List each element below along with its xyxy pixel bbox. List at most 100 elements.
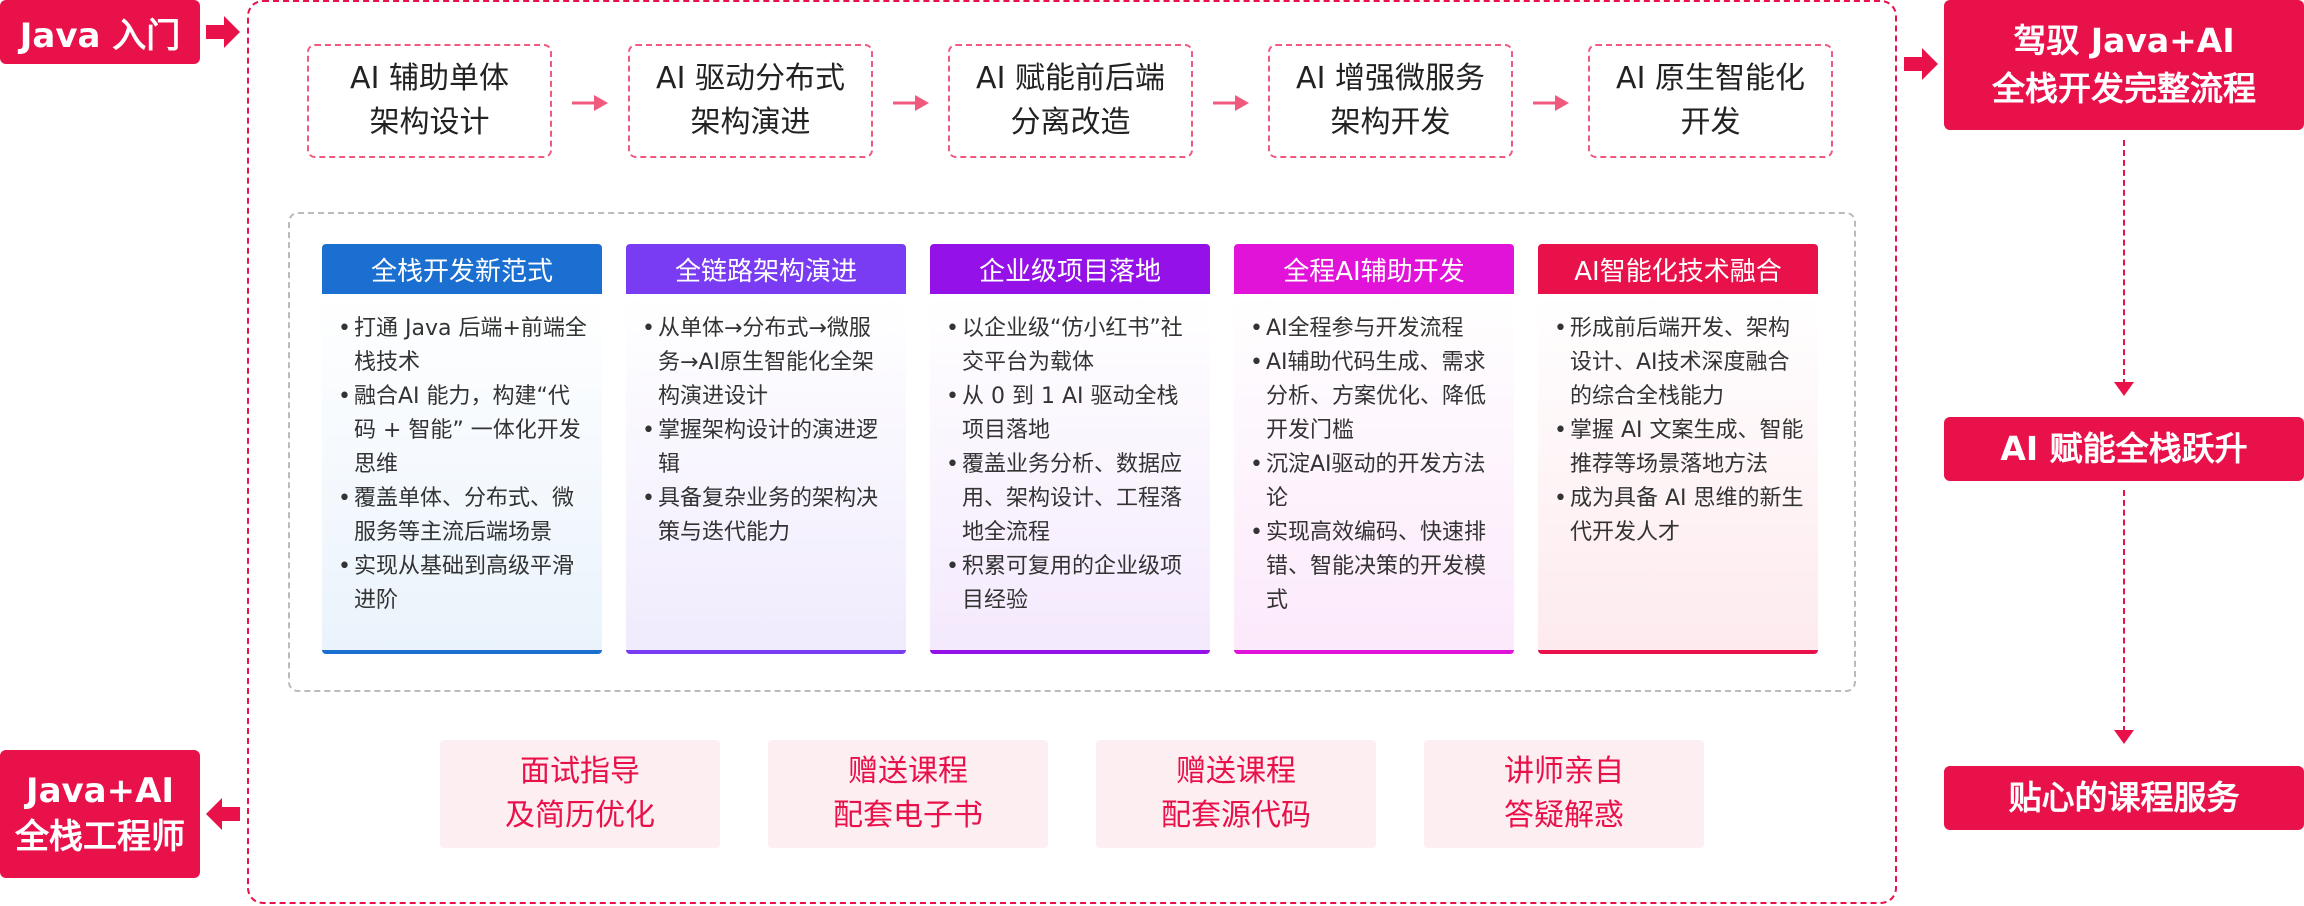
list-item: •实现高效编码、快速排错、智能决策的开发模式 [1248,516,1500,618]
flow-step-1-line1: AI 辅助单体 [350,61,509,96]
card-body: •打通 Java 后端+前端全栈技术 •融合AI 能力，构建“代码 + 智能” … [322,294,602,650]
list-item: •从 0 到 1 AI 驱动全栈项目落地 [944,380,1196,448]
flow-step-3-line1: AI 赋能前后端 [976,61,1165,96]
card-ai-tech-fusion: AI智能化技术融合 •形成前后端开发、架构设计、AI技术深度融合的综合全栈能力 … [1538,244,1818,654]
list-item: •积累可复用的企业级项目经验 [944,550,1196,618]
outcome-stage-2: AI 赋能全栈跃升 [1944,417,2304,481]
card-body: •从单体→分布式→微服务→AI原生智能化全架构演进设计 •掌握架构设计的演进逻辑… [626,294,906,650]
connector-line [2123,490,2125,732]
outcome-stage-3-label: 贴心的课程服务 [2008,778,2240,817]
list-item: •从单体→分布式→微服务→AI原生智能化全架构演进设计 [640,312,892,414]
flow-step-5-line1: AI 原生智能化 [1616,61,1805,96]
card-title: 全链路架构演进 [674,256,857,287]
list-item-text: 实现从基础到高级平滑进阶 [354,554,575,613]
list-item: •形成前后端开发、架构设计、AI技术深度融合的综合全栈能力 [1552,312,1804,414]
flow-step-1-line2: 架构设计 [369,105,490,140]
card-enterprise-project: 企业级项目落地 •以企业级“仿小红书”社交平台为载体 •从 0 到 1 AI 驱… [930,244,1210,654]
flow-arrow-icon [1213,95,1249,111]
flow-step-5: AI 原生智能化 开发 [1588,44,1833,158]
flow-step-4-line1: AI 增强微服务 [1296,61,1485,96]
card-header: 企业级项目落地 [930,244,1210,294]
card-header: 全程AI辅助开发 [1234,244,1514,294]
arrow-left-icon [206,798,240,830]
service-line1: 赠送课程 [1176,754,1296,789]
list-item: •AI全程参与开发流程 [1248,312,1500,346]
flow-step-4: AI 增强微服务 架构开发 [1268,44,1513,158]
outcome-stage-2-label: AI 赋能全栈跃升 [2000,429,2248,468]
flow-step-2-line1: AI 驱动分布式 [656,61,845,96]
card-bottom-bar [322,650,602,654]
arrow-down-icon [2114,730,2134,744]
card-header: 全栈开发新范式 [322,244,602,294]
list-item: •掌握架构设计的演进逻辑 [640,414,892,482]
list-item-text: 打通 Java 后端+前端全栈技术 [354,316,587,375]
main-frame [247,0,1897,904]
list-item-text: 覆盖业务分析、数据应用、架构设计、工程落地全流程 [962,452,1183,545]
list-item: •具备复杂业务的架构决策与迭代能力 [640,482,892,550]
list-item: •打通 Java 后端+前端全栈技术 [336,312,588,380]
list-item-text: 成为具备 AI 思维的新生代开发人才 [1570,486,1804,545]
arrow-right-icon [206,16,240,48]
card-title: 企业级项目落地 [978,256,1161,287]
end-stage-label-line1: Java+AI [25,771,175,811]
card-fullstack-paradigm: 全栈开发新范式 •打通 Java 后端+前端全栈技术 •融合AI 能力，构建“代… [322,244,602,654]
outcome-stage-1-line2: 全栈开发完整流程 [1992,69,2256,108]
card-title: 全程AI辅助开发 [1283,256,1465,287]
list-item: •沉淀AI驱动的开发方法论 [1248,448,1500,516]
card-architecture-evolution: 全链路架构演进 •从单体→分布式→微服务→AI原生智能化全架构演进设计 •掌握架… [626,244,906,654]
end-stage-tag: Java+AI 全栈工程师 [0,750,200,878]
card-body: •以企业级“仿小红书”社交平台为载体 •从 0 到 1 AI 驱动全栈项目落地 … [930,294,1210,650]
service-line2: 及简历优化 [505,798,655,833]
list-item-text: 具备复杂业务的架构决策与迭代能力 [658,486,879,545]
flow-step-2: AI 驱动分布式 架构演进 [628,44,873,158]
list-item-text: 覆盖单体、分布式、微服务等主流后端场景 [354,486,575,545]
list-item-text: 以企业级“仿小红书”社交平台为载体 [962,316,1183,375]
list-item-text: 掌握 AI 文案生成、智能推荐等场景落地方法 [1570,418,1804,477]
card-bottom-bar [930,650,1210,654]
card-title: AI智能化技术融合 [1574,256,1782,287]
connector-line [2123,140,2125,385]
card-ai-assisted-dev: 全程AI辅助开发 •AI全程参与开发流程 •AI辅助代码生成、需求分析、方案优化… [1234,244,1514,654]
list-item: •融合AI 能力，构建“代码 + 智能” 一体化开发思维 [336,380,588,482]
card-bottom-bar [626,650,906,654]
service-line2: 配套电子书 [833,798,983,833]
end-stage-label-line2: 全栈工程师 [15,817,185,857]
card-header: AI智能化技术融合 [1538,244,1818,294]
list-item-text: 形成前后端开发、架构设计、AI技术深度融合的综合全栈能力 [1570,316,1791,409]
flow-arrow-icon [893,95,929,111]
list-item-text: AI全程参与开发流程 [1266,316,1464,341]
flow-step-2-line2: 架构演进 [690,105,811,140]
flow-step-4-line2: 架构开发 [1330,105,1451,140]
list-item: •成为具备 AI 思维的新生代开发人才 [1552,482,1804,550]
list-item: •以企业级“仿小红书”社交平台为载体 [944,312,1196,380]
list-item-text: 沉淀AI驱动的开发方法论 [1266,452,1486,511]
list-item-text: 掌握架构设计的演进逻辑 [658,418,879,477]
outcome-stage-1-line1: 驾驭 Java+AI [2013,21,2235,60]
service-line2: 配套源代码 [1161,798,1311,833]
list-item-text: 融合AI 能力，构建“代码 + 智能” 一体化开发思维 [354,384,581,477]
list-item: •AI辅助代码生成、需求分析、方案优化、降低开发门槛 [1248,346,1500,448]
list-item-text: 从 0 到 1 AI 驱动全栈项目落地 [962,384,1179,443]
service-ebook: 赠送课程 配套电子书 [768,740,1048,848]
flow-arrow-icon [572,95,608,111]
outcome-stage-3: 贴心的课程服务 [1944,766,2304,830]
flow-arrow-icon [1533,95,1569,111]
list-item-text: 从单体→分布式→微服务→AI原生智能化全架构演进设计 [658,316,874,409]
card-bottom-bar [1538,650,1818,654]
service-line1: 赠送课程 [848,754,968,789]
service-interview-guide: 面试指导 及简历优化 [440,740,720,848]
outcome-stage-1: 驾驭 Java+AI 全栈开发完整流程 [1944,0,2304,130]
card-bottom-bar [1234,650,1514,654]
start-stage-label: Java 入门 [19,15,181,56]
flow-step-1: AI 辅助单体 架构设计 [307,44,552,158]
service-instructor-qa: 讲师亲自 答疑解惑 [1424,740,1704,848]
feature-panel [288,212,1856,692]
card-body: •AI全程参与开发流程 •AI辅助代码生成、需求分析、方案优化、降低开发门槛 •… [1234,294,1514,650]
service-line2: 答疑解惑 [1504,798,1624,833]
flow-step-3-line2: 分离改造 [1010,105,1131,140]
card-title: 全栈开发新范式 [370,256,553,287]
start-stage-tag: Java 入门 [0,0,200,64]
flow-step-3: AI 赋能前后端 分离改造 [948,44,1193,158]
flow-step-5-line2: 开发 [1680,105,1741,140]
arrow-down-icon [2114,382,2134,396]
